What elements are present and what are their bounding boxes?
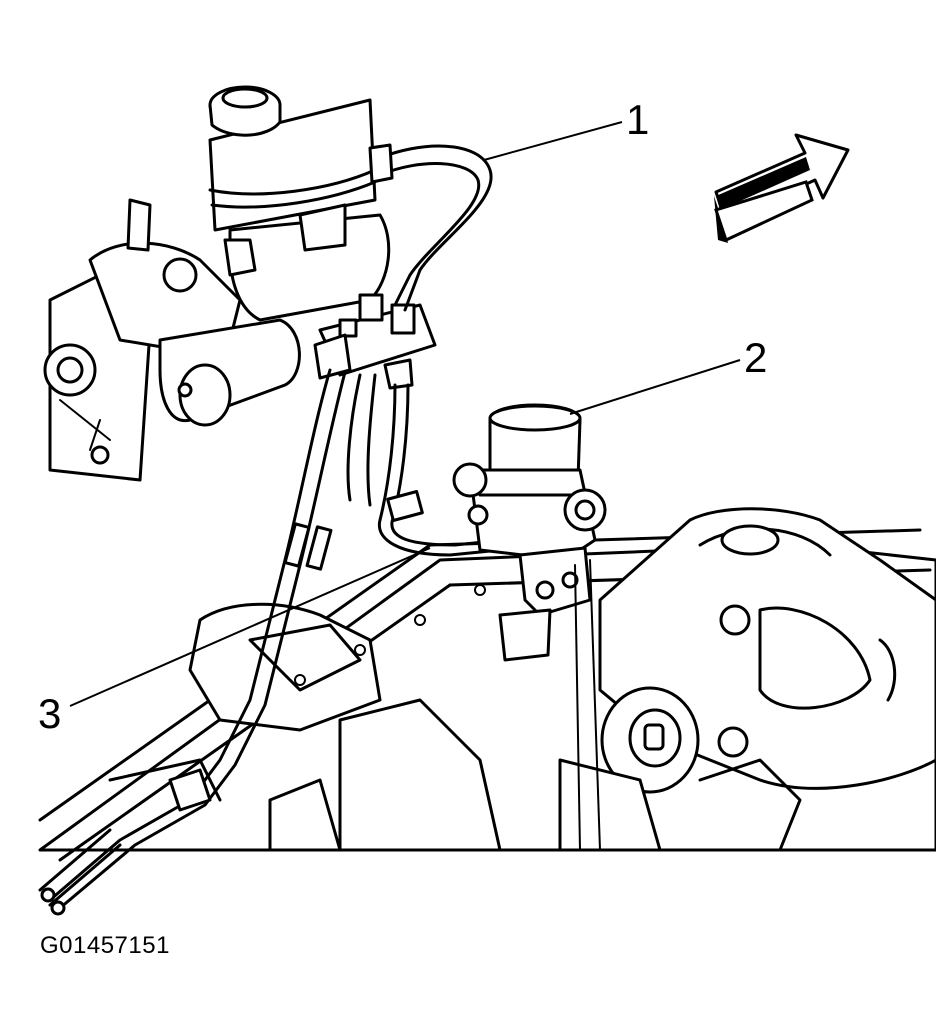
figure-id: G01457151 — [40, 932, 170, 959]
brake-lines — [38, 143, 524, 916]
frame-assembly — [38, 507, 936, 862]
callout-leaders — [69, 121, 741, 707]
callout-labels: 1 2 3 — [38, 96, 767, 737]
abs-modulator — [452, 403, 607, 851]
combination-valve — [313, 293, 437, 390]
leader-line-2 — [569, 359, 741, 415]
leader-line-1 — [483, 121, 623, 161]
front-direction-arrow-icon — [714, 133, 850, 243]
callout-number-3: 3 — [38, 690, 61, 737]
leader-line-3 — [69, 547, 431, 707]
callout-number-1: 1 — [626, 96, 649, 143]
callout-number-2: 2 — [744, 334, 767, 381]
master-cylinder-assembly — [43, 85, 391, 482]
